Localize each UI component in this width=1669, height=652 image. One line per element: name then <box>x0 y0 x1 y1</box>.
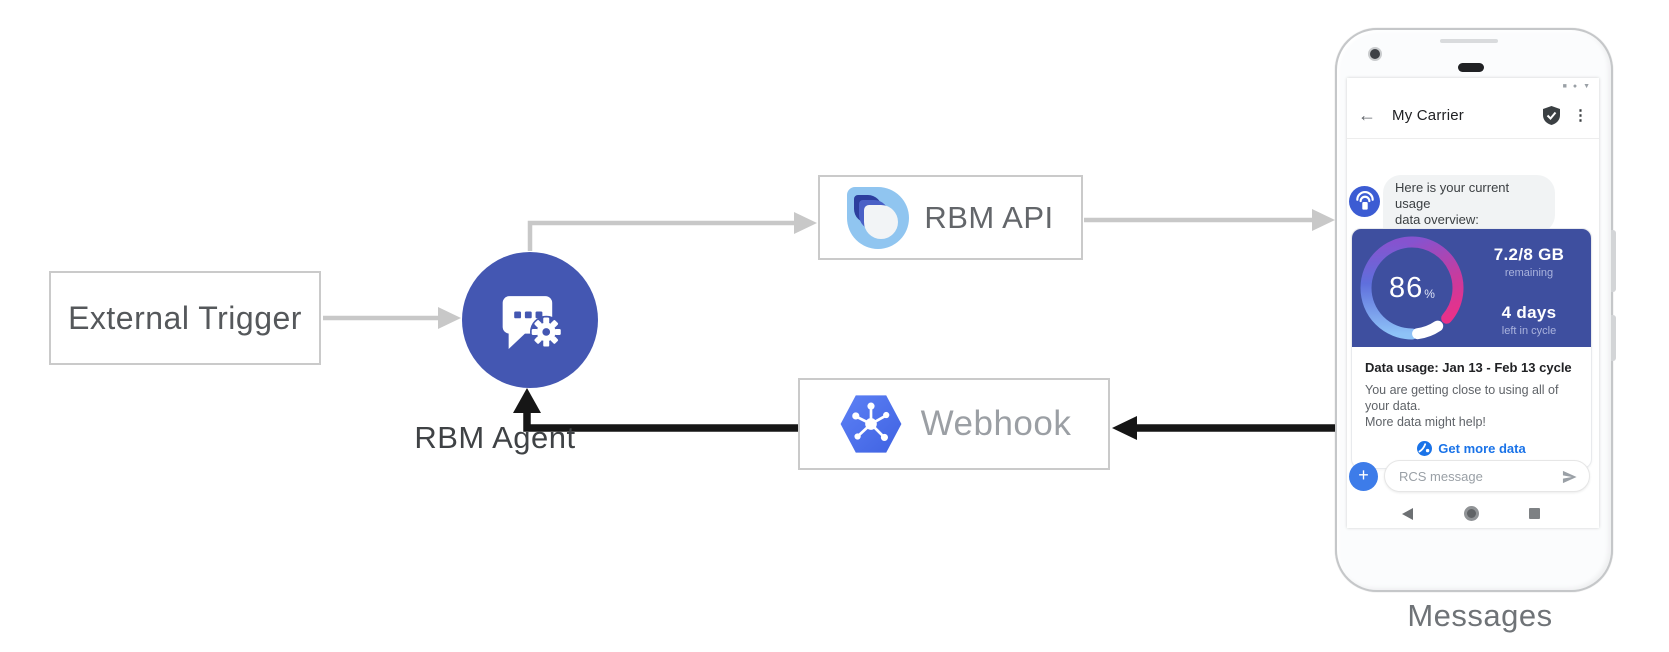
rcs-drops-icon <box>847 186 910 249</box>
compose-plus-button[interactable]: + <box>1349 462 1378 491</box>
gauge-percent: 86 <box>1389 271 1424 304</box>
back-button[interactable]: ← <box>1358 104 1376 125</box>
phone-volume-button <box>1611 230 1616 292</box>
gauge-value: 86 % <box>1357 233 1467 343</box>
send-arrow-icon[interactable] <box>1562 469 1578 485</box>
globe-icon <box>1417 441 1433 456</box>
data-remaining-label: remaining <box>1504 267 1554 279</box>
external-trigger-node: External Trigger <box>49 271 321 365</box>
window-square-icon: ■ <box>1562 83 1567 90</box>
agent-message-line2: data overview: <box>1395 212 1479 227</box>
phone-caption: Messages <box>1407 598 1553 633</box>
rcs-drop-white <box>864 204 899 239</box>
chat-bubble-gear-icon <box>502 296 563 350</box>
chat-header: ← My Carrier ⋮ <box>1347 94 1599 136</box>
usage-card-heading: Data usage: Jan 13 - Feb 13 cycle <box>1365 360 1572 375</box>
arrow-phone-to-webhook <box>1112 416 1336 440</box>
kebab-menu-icon[interactable]: ⋮ <box>1573 107 1588 124</box>
arrow-webhook-to-agent <box>513 388 799 432</box>
nav-back-button[interactable] <box>1402 508 1413 520</box>
usage-card-body: Data usage: Jan 13 - Feb 13 cycle You ar… <box>1352 347 1591 468</box>
webhook-node: Webhook <box>798 378 1110 470</box>
hotspot-wifi-icon <box>1355 190 1374 210</box>
days-left-label: left in cycle <box>1501 325 1557 337</box>
phone-screen: ■ ● ▼ ← My Carrier ⋮ <box>1347 78 1599 528</box>
arrow-agent-to-api <box>527 212 817 251</box>
rbm-api-label: RBM API <box>924 199 1054 235</box>
usage-card-banner: 86 % 7.2/8 GB remaining 4 days left in c… <box>1352 229 1591 347</box>
triangle-down-icon: ▼ <box>1583 83 1590 90</box>
message-input-pill <box>1384 460 1590 492</box>
nav-overview-button[interactable] <box>1529 508 1540 519</box>
usage-card-text: You are getting close to using all of yo… <box>1365 382 1578 430</box>
usage-gauge <box>1360 236 1464 340</box>
rbm-agent-label: RBM Agent <box>414 420 576 455</box>
usage-rich-card: 86 % 7.2/8 GB remaining 4 days left in c… <box>1351 228 1592 469</box>
phone-earpiece-icon <box>1458 63 1484 72</box>
agent-message-bubble: Here is your current usage data overview… <box>1383 175 1555 233</box>
agent-message-line1: Here is your current usage <box>1395 180 1510 211</box>
conversation-title: My Carrier <box>1392 106 1464 124</box>
get-more-data-label: Get more data <box>1438 441 1526 456</box>
nav-home-button[interactable] <box>1464 506 1479 521</box>
days-left-value: 4 days <box>1501 303 1557 322</box>
carrier-avatar <box>1349 186 1380 217</box>
data-remaining-value: 7.2/8 GB <box>1493 245 1565 264</box>
gauge-unit: % <box>1424 287 1435 301</box>
get-more-data-button[interactable]: Get more data <box>1365 441 1578 456</box>
phone-power-button <box>1611 315 1616 361</box>
hexagon-hub-icon <box>840 395 902 453</box>
usage-card-text-line1: You are getting close to using all of yo… <box>1365 383 1559 413</box>
phone-speaker-slot-icon <box>1440 39 1498 43</box>
header-divider <box>1347 138 1599 139</box>
phone-mockup: ■ ● ▼ ← My Carrier ⋮ <box>1335 28 1616 592</box>
rbm-agent-node <box>462 252 598 388</box>
arrow-api-to-phone <box>1084 209 1335 231</box>
webhook-label: Webhook <box>920 404 1072 443</box>
dot-icon: ● <box>1572 83 1578 90</box>
usage-card-text-line2: More data might help! <box>1365 415 1486 429</box>
status-bar: ■ ● ▼ <box>1563 83 1590 91</box>
rbm-api-node: RBM API <box>818 175 1083 260</box>
arrow-external-to-agent <box>323 307 461 329</box>
rcs-message-input[interactable] <box>1385 461 1589 491</box>
shield-check-icon <box>1543 105 1560 125</box>
phone-camera-icon <box>1368 47 1382 61</box>
external-trigger-label: External Trigger <box>68 299 302 336</box>
